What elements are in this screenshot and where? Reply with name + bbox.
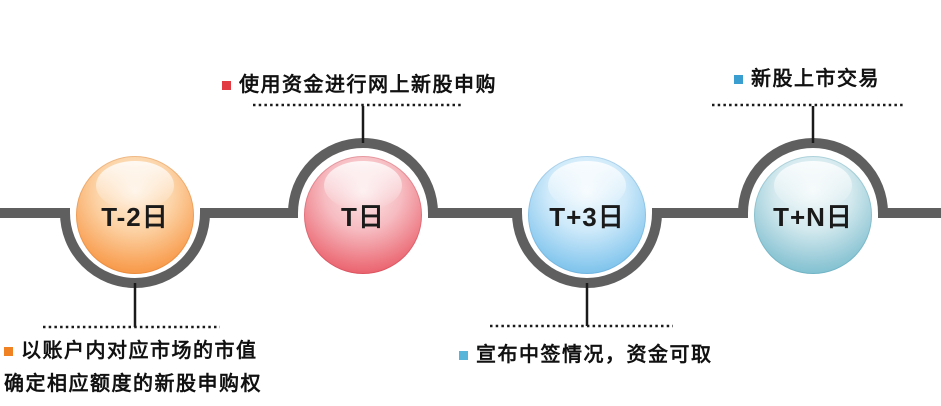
node-label-t-minus-2: T-2日 bbox=[101, 201, 169, 232]
annotation-t-plus-n-day-text: 新股上市交易 bbox=[751, 68, 880, 90]
annotation-t-plus-3-day-text: 宣布中签情况，资金可取 bbox=[476, 344, 713, 366]
annotation-t-plus-3-day: 宣布中签情况，资金可取 bbox=[459, 342, 713, 369]
square-bullet-icon bbox=[4, 347, 13, 356]
annotation-t-minus-2-day-line1: 以账户内对应市场的市值 bbox=[21, 340, 258, 362]
timeline-node-t-plus-3: T+3日 bbox=[528, 156, 646, 274]
square-bullet-icon bbox=[222, 81, 231, 90]
node-label-t-plus-n: T+N日 bbox=[773, 201, 853, 232]
node-label-t: T日 bbox=[341, 201, 385, 232]
node-label-t-plus-3: T+3日 bbox=[549, 201, 625, 232]
annotation-t-plus-n-day: 新股上市交易 bbox=[734, 66, 880, 93]
timeline-node-t-plus-n: T+N日 bbox=[754, 156, 872, 274]
timeline-node-t-minus-2: T-2日 bbox=[76, 156, 194, 274]
annotation-t-minus-2-day-line2: 确定相应额度的新股申购权 bbox=[4, 373, 262, 395]
timeline-node-t: T日 bbox=[304, 156, 422, 274]
main-timeline-path bbox=[0, 138, 941, 288]
annotation-t-day: 使用资金进行网上新股申购 bbox=[222, 72, 497, 99]
square-bullet-icon bbox=[459, 351, 468, 360]
square-bullet-icon bbox=[734, 75, 743, 84]
annotation-t-day-text: 使用资金进行网上新股申购 bbox=[239, 74, 497, 96]
annotation-t-minus-2-day: 以账户内对应市场的市值 确定相应额度的新股申购权 bbox=[4, 338, 262, 398]
